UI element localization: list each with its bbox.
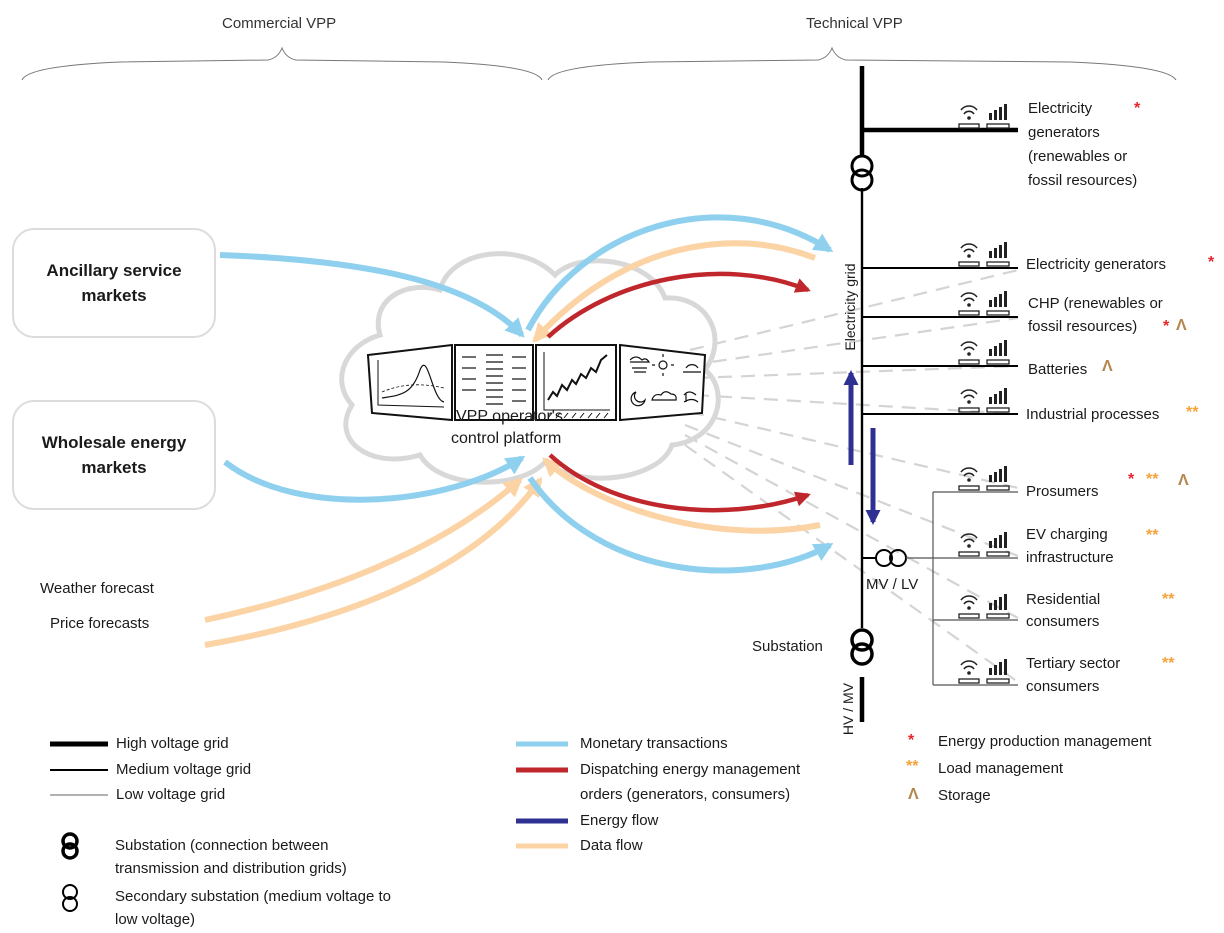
ev-line2: infrastructure	[1026, 549, 1114, 566]
low-voltage-branches	[906, 491, 1018, 686]
legend-single-marker: *	[908, 732, 915, 749]
legend-data: Data flow	[580, 837, 643, 854]
commercial-vpp-header: Commercial VPP	[222, 15, 337, 32]
legend-line-samples	[50, 741, 568, 849]
legend-energy: Energy flow	[580, 812, 659, 829]
data-flows	[204, 240, 821, 648]
prosumers-label: Prosumers	[1026, 483, 1099, 500]
comm-icon-gen1	[958, 103, 1010, 129]
gen2-production-marker: *	[1208, 254, 1215, 271]
legend-substation-symbol	[61, 832, 79, 860]
energy-flow	[843, 370, 881, 525]
legend-load: Load management	[938, 760, 1064, 777]
comm-icon-gen2	[958, 241, 1010, 267]
industrial-load-marker: **	[1186, 404, 1199, 421]
comm-icon-residential	[958, 593, 1010, 619]
legend-caret-marker: Λ	[908, 786, 919, 803]
ancillary-label: Ancillary service markets	[46, 261, 182, 305]
monetary-flows	[219, 214, 834, 574]
res-line1: Residential	[1026, 591, 1101, 608]
prosumers-load-marker: **	[1146, 471, 1159, 488]
ev-line1: EV charging	[1026, 526, 1108, 543]
chp-storage-marker: Λ	[1176, 317, 1187, 334]
platform-label-1: VPP operator's	[456, 408, 563, 425]
mv-lv-transformer	[875, 549, 907, 567]
substation-transformer	[850, 628, 874, 666]
cloud-shape	[339, 251, 721, 485]
control-screens	[366, 343, 707, 422]
res-load-marker: **	[1162, 591, 1175, 608]
legend-lv: Low voltage grid	[116, 786, 226, 803]
prosumers-production-marker: *	[1128, 471, 1135, 488]
batteries-label: Batteries	[1028, 361, 1088, 378]
ter-line2: consumers	[1026, 678, 1100, 695]
legend-storage: Storage	[938, 787, 991, 804]
weather-forecast-label: Weather forecast	[40, 580, 154, 597]
electricity-grid-label: Electricity grid	[842, 263, 858, 351]
legend-mv: Medium voltage grid	[116, 761, 252, 778]
medium-voltage-branches	[862, 267, 1018, 559]
chp-line1: CHP (renewables or	[1028, 295, 1163, 312]
ter-load-marker: **	[1162, 655, 1175, 672]
price-forecasts-label: Price forecasts	[50, 615, 150, 632]
ter-line1: Tertiary sector	[1026, 655, 1121, 672]
ev-load-marker: **	[1146, 527, 1159, 544]
ancillary-service-markets: Ancillary service markets	[12, 228, 216, 338]
legend-dispatch-1: Dispatching energy management	[580, 761, 801, 778]
industrial-label: Industrial processes	[1026, 406, 1160, 423]
wholesale-label: Wholesale energy markets	[41, 433, 187, 477]
high-voltage-grid	[859, 66, 1018, 722]
commercial-brace	[21, 46, 543, 81]
res-line2: consumers	[1026, 613, 1100, 630]
prosumers-storage-marker: Λ	[1178, 472, 1189, 489]
comm-icon-prosumers	[958, 465, 1010, 491]
legend-monetary: Monetary transactions	[580, 735, 728, 752]
hv-transformer	[850, 154, 874, 192]
chp-production-marker: *	[1163, 318, 1170, 335]
legend-substation-2: transmission and distribution grids)	[115, 860, 347, 877]
technical-brace	[547, 46, 1177, 81]
platform-label-2: control platform	[451, 430, 562, 447]
legend-substation-1: Substation (connection between	[115, 837, 329, 854]
comm-icon-industrial	[958, 387, 1010, 413]
legend-production: Energy production management	[938, 733, 1152, 750]
mv-lv-label: MV / LV	[866, 576, 919, 593]
legend-secondary-1: Secondary substation (medium voltage to	[115, 888, 391, 905]
dispatch-flows	[546, 271, 811, 513]
legend-secondary-2: low voltage)	[115, 911, 196, 928]
wholesale-energy-markets: Wholesale energy markets	[12, 400, 216, 510]
substation-label: Substation	[752, 638, 823, 655]
legend-double-marker: **	[906, 758, 919, 775]
legend-dispatch-2: orders (generators, consumers)	[580, 786, 791, 803]
chp-line2: fossil resources)	[1028, 318, 1138, 335]
hv-mv-label: HV / MV	[840, 682, 856, 736]
batteries-storage-marker: Λ	[1102, 358, 1113, 375]
technical-vpp-header: Technical VPP	[806, 15, 903, 32]
comm-icon-chp	[958, 290, 1010, 316]
legend-hv: High voltage grid	[116, 735, 229, 752]
gen1-production-marker: *	[1134, 100, 1141, 117]
comm-icon-tertiary	[958, 658, 1010, 684]
gen2-label: Electricity generators	[1026, 256, 1167, 273]
gen1-line3: (renewables or	[1028, 148, 1128, 165]
gen1-line2: generators	[1028, 124, 1100, 141]
legend-secondary-symbol	[62, 884, 78, 912]
comm-icon-batteries	[958, 339, 1010, 365]
gen1-line1: Electricity	[1028, 100, 1093, 117]
gen1-line4: fossil resources)	[1028, 172, 1138, 189]
